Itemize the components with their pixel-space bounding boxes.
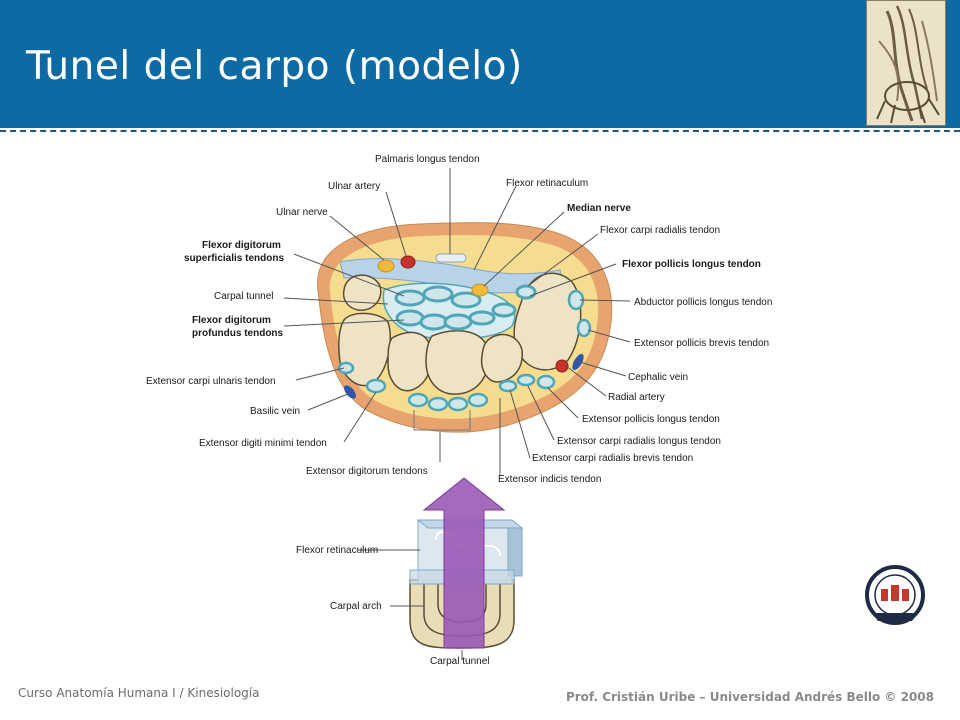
anatomy-engraving-thumbnail	[866, 0, 946, 126]
label-abductor-pollicis-longus: Abductor pollicis longus tendon	[634, 297, 772, 308]
label-fdp-line1: Flexor digitorum	[192, 315, 271, 326]
label-extensor-digitorum: Extensor digitorum tendons	[306, 466, 428, 477]
label-extensor-pollicis-brevis: Extensor pollicis brevis tendon	[634, 338, 769, 349]
label-flexor-pollicis-longus: Flexor pollicis longus tendon	[622, 259, 761, 270]
course-footer: Curso Anatomía Humana I / Kinesiología	[18, 686, 260, 700]
scaphoid-bone	[480, 333, 523, 383]
ulnar-artery-shape	[400, 255, 416, 269]
label-fds-line1: Flexor digitorum	[202, 240, 281, 251]
label-ecr-brevis: Extensor carpi radialis brevis tendon	[532, 453, 693, 464]
label-model-flexor-retinaculum: Flexor retinaculum	[296, 545, 378, 556]
extensor-tendons	[337, 289, 592, 412]
university-seal-logo	[865, 565, 925, 625]
median-nerve-shape	[471, 283, 489, 297]
carpal-tunnel-diagram: Palmaris longus tendon Ulnar artery Flex…	[146, 154, 772, 667]
arrow-icon	[422, 477, 506, 649]
label-median-nerve: Median nerve	[567, 203, 631, 214]
flexor-tendons	[394, 284, 537, 331]
label-palmaris-longus: Palmaris longus tendon	[375, 154, 480, 165]
header-divider	[0, 130, 960, 132]
label-extensor-carpi-ulnaris: Extensor carpi ulnaris tendon	[146, 376, 276, 387]
trapezoid-bone	[425, 329, 490, 395]
label-ecr-longus: Extensor carpi radialis longus tendon	[557, 436, 721, 447]
label-radial-artery: Radial artery	[608, 392, 665, 403]
label-cephalic-vein: Cephalic vein	[628, 372, 688, 383]
label-flexor-carpi-radialis: Flexor carpi radialis tendon	[600, 225, 720, 236]
label-extensor-digiti-minimi: Extensor digiti minimi tendon	[199, 438, 327, 449]
label-model-carpal-tunnel: Carpal tunnel	[430, 656, 489, 667]
wrist-cross-section	[317, 222, 613, 433]
leader-lines	[283, 168, 631, 476]
label-extensor-pollicis-longus: Extensor pollicis longus tendon	[582, 414, 720, 425]
capitate-bone	[387, 331, 432, 392]
label-extensor-indicis: Extensor indicis tendon	[498, 474, 601, 485]
label-ulnar-nerve: Ulnar nerve	[276, 207, 328, 218]
label-fds-line2: superficialis tendons	[184, 253, 284, 264]
ulnar-nerve-shape	[377, 259, 395, 273]
palmaris-longus-shape	[435, 253, 467, 263]
label-fdp-line2: profundus tendons	[192, 328, 284, 339]
credit-footer: Prof. Cristián Uribe – Universidad André…	[565, 690, 934, 704]
label-model-carpal-arch: Carpal arch	[330, 601, 382, 612]
title-bar	[0, 0, 960, 128]
cephalic-vein-shape	[572, 353, 584, 371]
slide-title: Tunel del carpo (modelo)	[26, 44, 523, 89]
radial-artery-shape	[555, 359, 569, 373]
label-carpal-tunnel: Carpal tunnel	[214, 291, 273, 302]
carpal-tunnel-model	[358, 477, 524, 660]
label-flexor-retinaculum: Flexor retinaculum	[506, 178, 588, 189]
basilic-vein-shape	[344, 385, 356, 399]
label-ulnar-artery: Ulnar artery	[328, 181, 380, 192]
label-basilic-vein: Basilic vein	[250, 406, 300, 417]
